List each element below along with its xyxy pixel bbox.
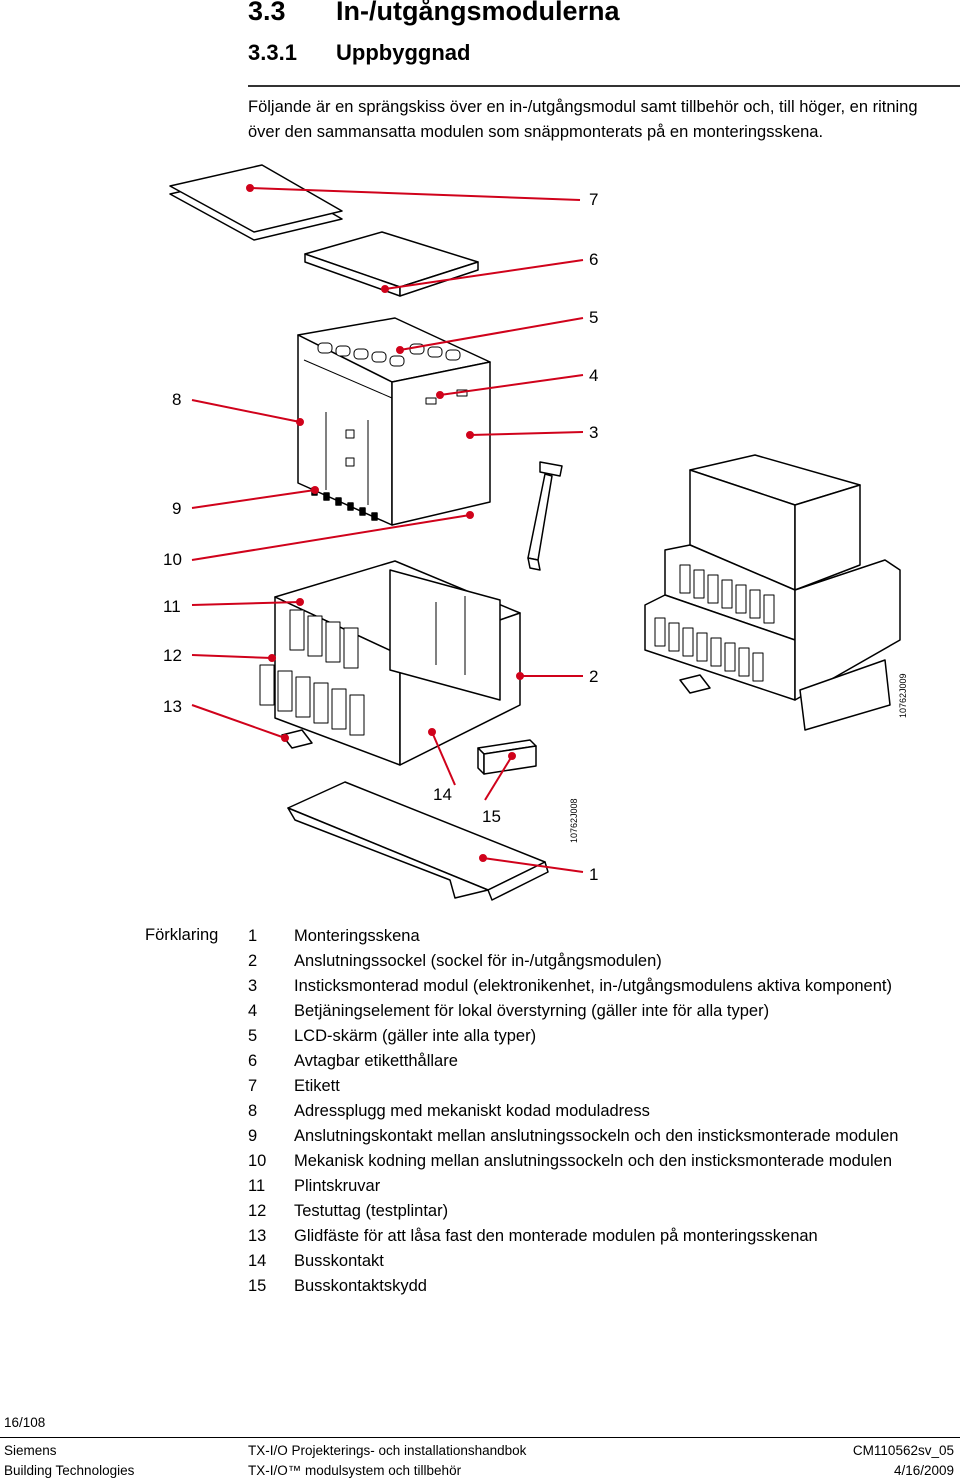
subsection-number: 3.3.1 — [248, 40, 297, 65]
legend-item-number: 3 — [248, 977, 258, 995]
subsection-title: Uppbyggnad — [336, 40, 471, 65]
label-holder — [304, 231, 479, 297]
legend-item-number: 11 — [248, 1177, 266, 1195]
legend-item-text: Busskontakt — [294, 1252, 384, 1270]
section-heading: 3.3 In-/utgångsmodulerna — [248, 0, 620, 27]
legend-item-text: Monteringsskena — [294, 927, 420, 945]
callout-3: 3 — [589, 423, 598, 442]
legend-title: Förklaring — [145, 926, 219, 944]
legend-item: 12 Testuttag (testplintar) — [248, 1200, 898, 1225]
legend-item-text: Etikett — [294, 1077, 340, 1095]
legend-item-text: Anslutningskontakt mellan anslutningssoc… — [294, 1127, 899, 1145]
callout-5: 5 — [589, 308, 598, 327]
legend-item: 4 Betjäningselement för lokal överstyrnin… — [248, 1000, 898, 1025]
legend-item: 15 Busskontaktskydd — [248, 1275, 898, 1300]
subsection-heading: 3.3.1 Uppbyggnad — [248, 40, 470, 66]
legend-item: 1 Monteringsskena — [248, 925, 898, 950]
figure-ref-right: 10762J009 — [898, 673, 908, 718]
legend-item-text: Avtagbar etiketthållare — [294, 1052, 458, 1070]
legend-item-text: LCD-skärm (gäller inte alla typer) — [294, 1027, 537, 1045]
page-number: 16/108 — [4, 1415, 46, 1430]
callout-14: 14 — [433, 785, 452, 804]
intro-paragraph: Följande är en sprängskiss över en in-/u… — [248, 98, 918, 141]
legend-item-number: 10 — [248, 1152, 267, 1170]
figure-ref-left: 10762J008 — [569, 798, 579, 843]
footer-rule — [0, 1437, 960, 1438]
footer-division: Building Technologies — [4, 1463, 135, 1478]
legend-item-text: Glidfäste för att låsa fast den monterad… — [294, 1227, 818, 1245]
legend-item: 6 Avtagbar etiketthållare — [248, 1050, 898, 1075]
legend-item: 10 Mekanisk kodning mellan anslutningssoc… — [248, 1150, 898, 1175]
legend-list: 1 Monteringsskena 2 Anslutningssockel (sock… — [248, 925, 898, 1300]
plug-in-module — [297, 317, 491, 526]
legend-item: 3 Insticksmonterad modul (elektronikenhet… — [248, 975, 898, 1000]
callout-6: 6 — [589, 250, 598, 269]
legend-item: 7 Etikett — [248, 1075, 898, 1100]
legend-item-number: 2 — [248, 952, 258, 970]
legend-item: 14 Busskontakt — [248, 1250, 898, 1275]
callout-1: 1 — [589, 865, 598, 884]
footer-doc-title: TX-I/O Projekterings- och installationsh… — [248, 1443, 527, 1458]
legend-item-text: Adressplugg med mekaniskt kodad moduladr… — [294, 1102, 650, 1120]
legend-item-number: 9 — [248, 1127, 258, 1145]
callout-13: 13 — [163, 697, 182, 716]
section-number: 3.3 — [248, 0, 286, 26]
legend-item-number: 7 — [248, 1077, 258, 1095]
exploded-view-figure: 7 6 5 4 3 8 9 10 11 12 13 2 14 15 1 1076… — [163, 164, 908, 901]
legend-item: 8 Adressplugg med mekaniskt kodad modulad… — [248, 1100, 898, 1125]
legend-item-number: 14 — [248, 1252, 267, 1270]
callout-7: 7 — [589, 190, 598, 209]
callout-15: 15 — [482, 807, 501, 826]
legend-item-text: Anslutningssockel (sockel för in-/utgång… — [294, 952, 662, 970]
terminal-base — [259, 560, 521, 766]
footer-company: Siemens — [4, 1443, 57, 1458]
legend-item-text: Busskontaktskydd — [294, 1277, 427, 1295]
legend-item-number: 12 — [248, 1202, 267, 1220]
legend-item: 11 Plintskruvar — [248, 1175, 898, 1200]
legend-item: 9 Anslutningskontakt mellan anslutningsso… — [248, 1125, 898, 1150]
legend-item-text: Mekanisk kodning mellan anslutningssocke… — [294, 1152, 893, 1170]
address-plug — [527, 461, 563, 571]
legend-item: 2 Anslutningssockel (sockel för in-/utgån… — [248, 950, 898, 975]
legend-item-number: 13 — [248, 1227, 267, 1245]
heading-rule — [248, 85, 960, 87]
label-sheet — [169, 164, 343, 241]
legend-item: 13 Glidfäste för att låsa fast den monter… — [248, 1225, 898, 1250]
legend-item-number: 15 — [248, 1277, 267, 1295]
legend-item-text: Plintskruvar — [294, 1177, 381, 1195]
legend-item-number: 6 — [248, 1052, 258, 1070]
callout-4: 4 — [589, 366, 598, 385]
legend-item-number: 4 — [248, 1002, 258, 1020]
legend-item: 5 LCD-skärm (gäller inte alla typer) — [248, 1025, 898, 1050]
callout-2: 2 — [589, 667, 598, 686]
legend-item-number: 8 — [248, 1102, 258, 1120]
legend-item-number: 1 — [248, 927, 258, 945]
legend-item-text: Testuttag (testplintar) — [294, 1202, 449, 1220]
assembled-module — [644, 454, 901, 731]
section-title: In-/utgångsmodulerna — [336, 0, 620, 26]
callout-9: 9 — [172, 499, 181, 518]
callout-11: 11 — [163, 597, 181, 616]
callout-12: 12 — [163, 646, 182, 665]
bus-connector-cover — [477, 739, 537, 775]
legend-item-text: Insticksmonterad modul (elektronikenhet,… — [294, 977, 892, 995]
legend-item-number: 5 — [248, 1027, 258, 1045]
callout-8: 8 — [172, 390, 181, 409]
callout-10: 10 — [163, 550, 182, 569]
mounting-rail — [287, 781, 549, 901]
footer-doc-id: CM110562sv_05 — [852, 1443, 954, 1458]
footer-chapter: TX-I/O™ modulsystem och tillbehör — [248, 1463, 462, 1478]
legend-item-text: Betjäningselement för lokal överstyrning… — [294, 1002, 770, 1020]
footer-date: 4/16/2009 — [893, 1463, 954, 1478]
